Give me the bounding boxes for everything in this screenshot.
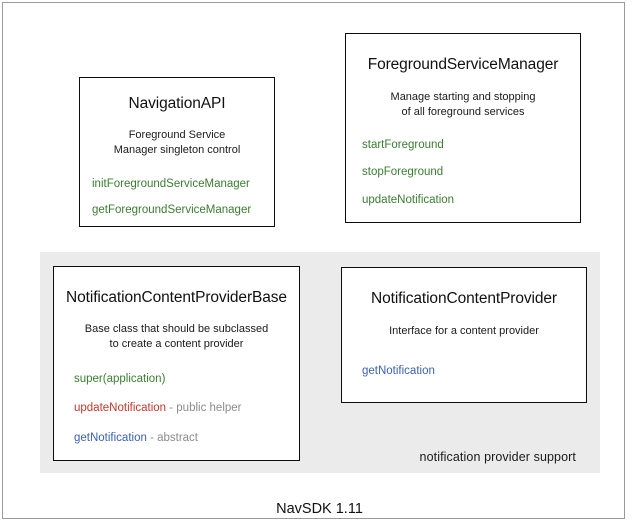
- class-description-notification-content-provider: Interface for a content provider: [342, 324, 586, 339]
- class-description-line: Base class that should be subclassed: [84, 322, 269, 335]
- class-box-foreground-service-manager[interactable]: ForegroundServiceManager Manage starting…: [345, 33, 581, 223]
- class-box-navigation-api[interactable]: NavigationAPI Foreground Service Manager…: [79, 77, 275, 227]
- class-description-line: Manager singleton control: [113, 143, 241, 156]
- diagram-footer-caption: NavSDK 1.11: [276, 501, 363, 517]
- member-name: getNotification: [74, 432, 147, 445]
- member-row[interactable]: initForegroundServiceManager: [92, 178, 274, 192]
- class-description-line: to create a content provider: [109, 337, 244, 350]
- diagram-outer-frame: notification provider support Navigation…: [2, 2, 625, 519]
- member-row[interactable]: startForeground: [362, 139, 580, 153]
- class-description-line: Interface for a content provider: [389, 324, 539, 337]
- class-description-notification-content-provider-base: Base class that should be subclassed to …: [54, 322, 299, 352]
- class-box-notification-content-provider[interactable]: NotificationContentProvider Interface fo…: [341, 267, 587, 403]
- member-row[interactable]: getForegroundServiceManager: [92, 204, 274, 218]
- member-list-notification-content-provider-base: super(application) updateNotification - …: [54, 373, 299, 446]
- member-row[interactable]: updateNotification: [362, 194, 580, 208]
- class-description-foreground-service-manager: Manage starting and stopping of all fore…: [346, 90, 580, 120]
- member-name: updateNotification: [362, 194, 455, 207]
- member-row[interactable]: super(application): [74, 373, 299, 387]
- member-name: initForegroundServiceManager: [92, 177, 250, 190]
- member-row[interactable]: stopForeground: [362, 166, 580, 180]
- member-note: - public helper: [166, 402, 242, 415]
- group-panel-label: notification provider support: [419, 450, 576, 464]
- member-row[interactable]: getNotification - abstract: [74, 432, 299, 446]
- member-name: updateNotification: [74, 402, 167, 415]
- class-box-notification-content-provider-base[interactable]: NotificationContentProviderBase Base cla…: [53, 266, 300, 461]
- class-title-foreground-service-manager: ForegroundServiceManager: [367, 56, 559, 73]
- member-list-notification-content-provider: getNotification: [342, 365, 586, 379]
- member-name: super(application): [74, 372, 166, 385]
- member-list-foreground-service-manager: startForeground stopForeground updateNot…: [346, 139, 580, 208]
- class-title-notification-content-provider-base: NotificationContentProviderBase: [66, 289, 287, 306]
- member-name: stopForeground: [362, 166, 444, 179]
- member-name: startForeground: [362, 138, 444, 151]
- class-description-line: Manage starting and stopping: [390, 90, 536, 103]
- member-note: - abstract: [146, 432, 199, 445]
- class-title-navigation-api: NavigationAPI: [128, 95, 226, 112]
- class-title-notification-content-provider: NotificationContentProvider: [371, 290, 557, 307]
- member-row[interactable]: updateNotification - public helper: [74, 402, 299, 416]
- member-name: getNotification: [362, 364, 435, 377]
- member-name: getForegroundServiceManager: [92, 204, 252, 217]
- class-description-line: Foreground Service: [128, 128, 226, 141]
- class-description-navigation-api: Foreground Service Manager singleton con…: [80, 128, 274, 158]
- class-description-line: of all foreground services: [401, 105, 525, 118]
- member-row[interactable]: getNotification: [362, 365, 586, 379]
- member-list-navigation-api: initForegroundServiceManager getForegrou…: [80, 178, 274, 219]
